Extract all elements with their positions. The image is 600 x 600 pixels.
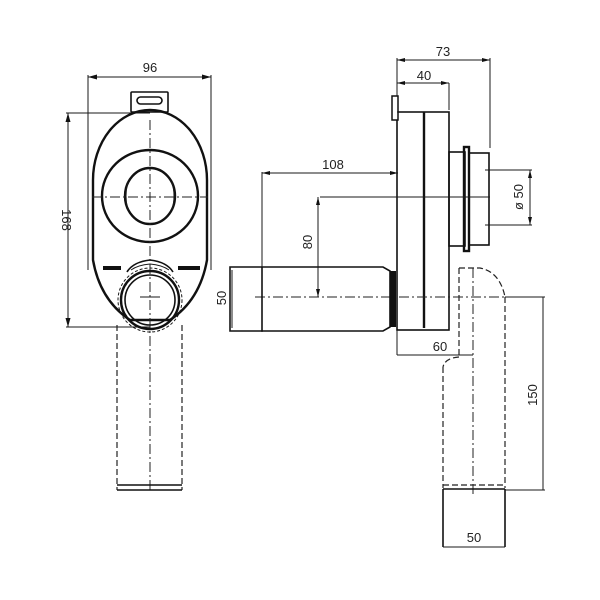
dimension-height: 168 bbox=[59, 112, 150, 328]
dimension-inlet-length: 108 bbox=[261, 157, 398, 332]
horizontal-inlet-pipe: 50 bbox=[214, 266, 396, 332]
dimension-depth-total: 73 bbox=[396, 44, 491, 148]
front-lower-pipe bbox=[116, 325, 183, 491]
dim-label-150: 150 bbox=[525, 384, 540, 406]
dim-label-80: 80 bbox=[300, 235, 315, 249]
dimension-outlet-length: 150 bbox=[505, 296, 545, 491]
dim-label-50-inlet: 50 bbox=[214, 291, 229, 305]
dim-label-73: 73 bbox=[436, 44, 450, 59]
dim-label-dia-50: ø 50 bbox=[511, 184, 526, 210]
dimension-width: 96 bbox=[87, 60, 212, 270]
outlet-connector-right: ø 50 bbox=[448, 145, 532, 253]
dim-label-50-outlet: 50 bbox=[467, 530, 481, 545]
dimension-body-depth: 40 bbox=[397, 68, 450, 110]
dim-label-40: 40 bbox=[417, 68, 431, 83]
dimension-inlet-offset: 80 bbox=[300, 197, 320, 297]
dim-label-108: 108 bbox=[322, 157, 344, 172]
dim-label-60: 60 bbox=[433, 339, 447, 354]
side-view: 73 40 ø 50 bbox=[214, 44, 545, 548]
front-view: 96 168 bbox=[59, 60, 212, 491]
dim-label-96: 96 bbox=[143, 60, 157, 75]
dimension-outlet-offset: 60 bbox=[396, 330, 473, 356]
vertical-outlet-pipe: 50 bbox=[442, 267, 506, 548]
dim-label-168: 168 bbox=[59, 209, 74, 231]
